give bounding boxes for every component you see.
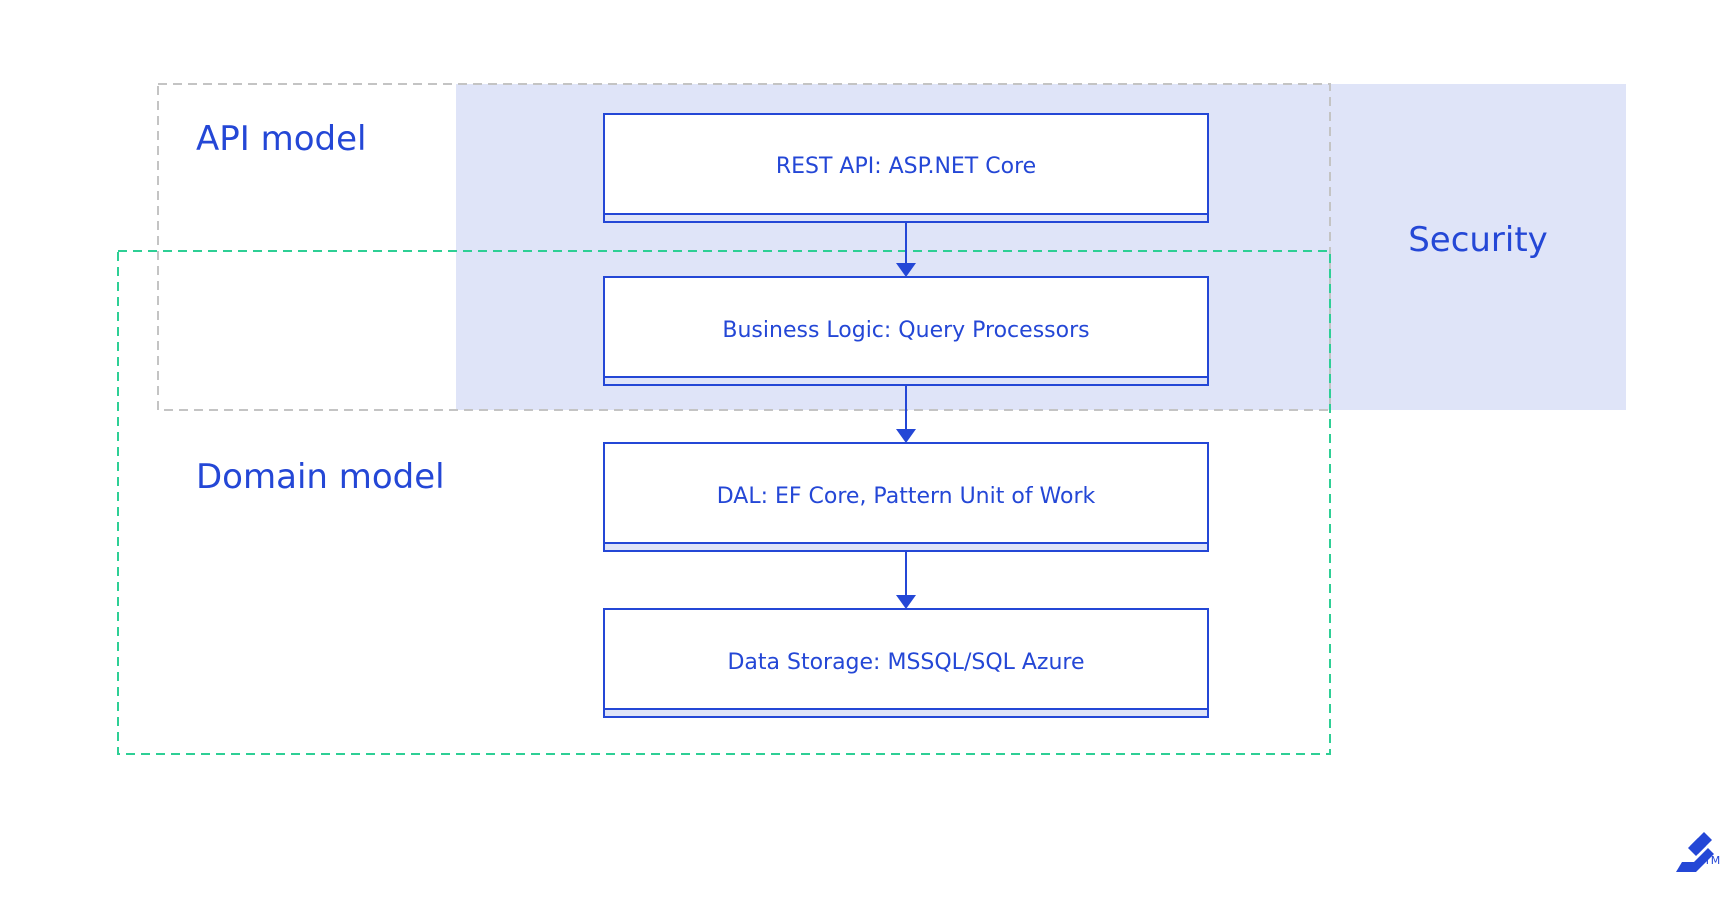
layer-data-storage: Data Storage: MSSQL/SQL Azure — [603, 608, 1209, 718]
layer-box — [603, 442, 1209, 552]
api-model-title: API model — [196, 119, 366, 159]
layer-box — [603, 113, 1209, 223]
domain-model-region — [117, 250, 1331, 755]
trademark-label: TM — [1703, 854, 1720, 867]
domain-model-title: Domain model — [196, 457, 445, 497]
layer-business-logic: Business Logic: Query Processors — [603, 276, 1209, 386]
security-title: Security — [1408, 220, 1548, 260]
layer-label: Business Logic: Query Processors — [722, 318, 1089, 343]
api-model-region — [157, 83, 1331, 411]
layer-label: DAL: EF Core, Pattern Unit of Work — [717, 484, 1096, 509]
layer-dal: DAL: EF Core, Pattern Unit of Work — [603, 442, 1209, 552]
layer-box-footer — [603, 542, 1209, 552]
toptal-logo-icon: TM — [1676, 832, 1720, 872]
layer-box-footer — [603, 376, 1209, 386]
layer-label: REST API: ASP.NET Core — [776, 154, 1036, 179]
arrow-dal-to-storage — [896, 551, 916, 609]
layer-box — [603, 608, 1209, 718]
arrow-business-to-dal — [896, 385, 916, 443]
layer-label: Data Storage: MSSQL/SQL Azure — [727, 650, 1084, 675]
layer-box-footer — [603, 708, 1209, 718]
layer-box-footer — [603, 213, 1209, 223]
arrow-rest-to-business — [896, 222, 916, 277]
layer-rest-api: REST API: ASP.NET Core — [603, 113, 1209, 223]
